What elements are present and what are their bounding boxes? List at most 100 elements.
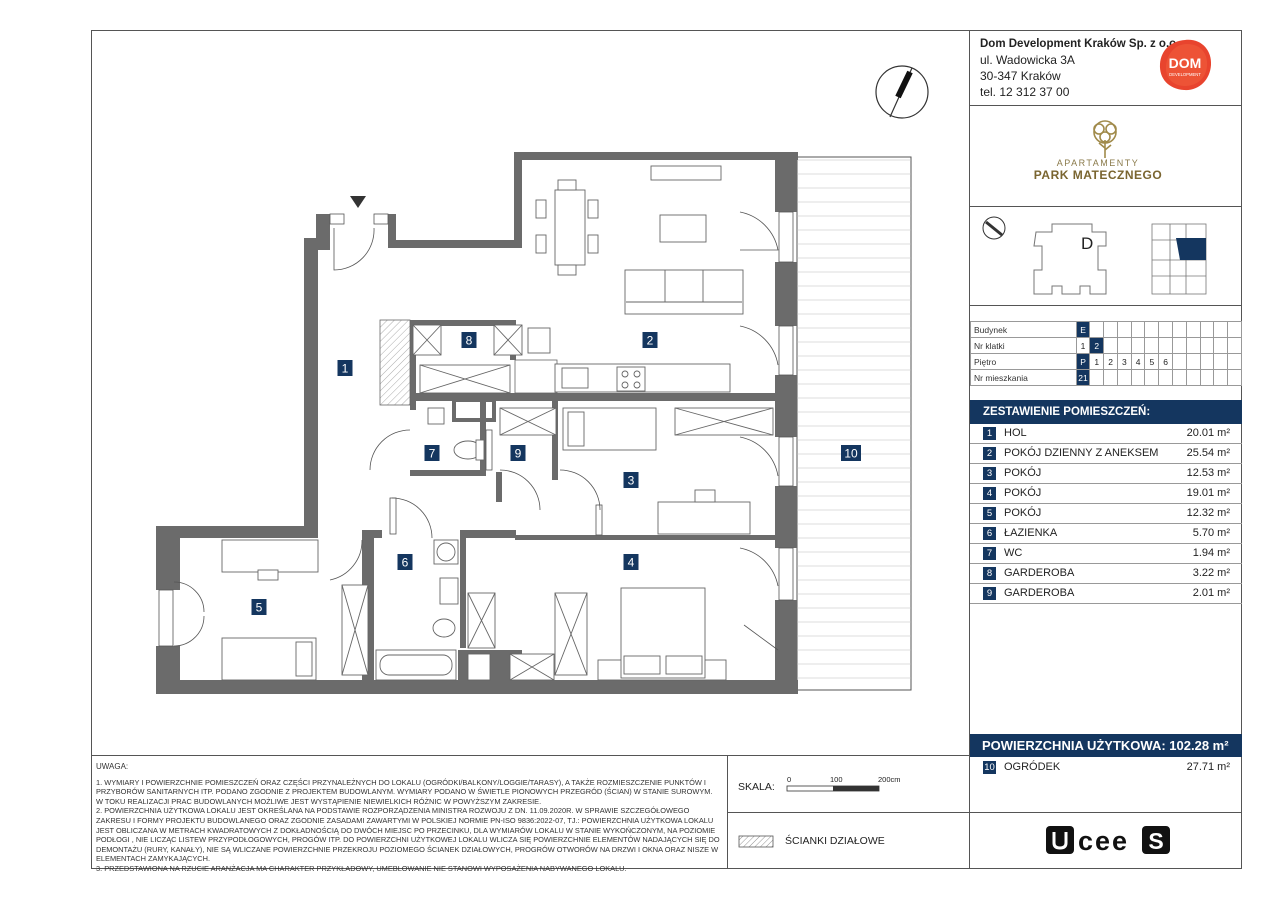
scale-tick-0: 0 bbox=[787, 775, 792, 784]
room-number: 8 bbox=[983, 567, 996, 580]
company-city: 30-347 Kraków bbox=[980, 69, 1061, 83]
building-grid-cell bbox=[1103, 369, 1118, 386]
building-grid-cell bbox=[1199, 321, 1215, 338]
building-grid-cell: 1 bbox=[1089, 353, 1105, 370]
building-grid-cell bbox=[1158, 321, 1173, 338]
frame-divider bbox=[969, 206, 1242, 207]
building-grid-cell bbox=[1116, 369, 1132, 386]
compass-icon bbox=[875, 65, 929, 119]
svg-text:cee: cee bbox=[1078, 826, 1129, 856]
room-name: WC bbox=[1004, 547, 1023, 559]
room-number: 1 bbox=[983, 427, 996, 440]
ucees-logo: cee S bbox=[1046, 826, 1170, 856]
room-number: 7 bbox=[983, 547, 996, 560]
room-area: 3.22 m² bbox=[1192, 567, 1230, 579]
room-area: 19.01 m² bbox=[1186, 487, 1230, 499]
room-row: 8 GARDEROBA 3.22 m² bbox=[970, 564, 1242, 584]
frame-divider bbox=[969, 305, 1242, 306]
room-label-badge bbox=[623, 472, 639, 488]
room-label-badge bbox=[424, 445, 440, 461]
room-area: 20.01 m² bbox=[1186, 427, 1230, 439]
room-label-text: 8 bbox=[466, 334, 473, 348]
frame-divider bbox=[969, 812, 1242, 813]
room-label-badge bbox=[642, 332, 658, 348]
room-label-badge bbox=[461, 332, 477, 348]
room-name: POKÓJ DZIENNY Z ANEKSEM bbox=[1004, 447, 1159, 459]
partition-hatch-icon bbox=[738, 835, 774, 848]
building-grid-cell bbox=[1116, 337, 1132, 354]
park-tree-icon bbox=[1093, 120, 1117, 158]
building-grid-cell: 5 bbox=[1144, 353, 1160, 370]
room-area: 2.01 m² bbox=[1192, 587, 1230, 599]
note-1: 1. WYMIARY I POWIERZCHNIE POMIESZCZEŃ OR… bbox=[96, 777, 713, 806]
building-grid-cell: 1 bbox=[1075, 337, 1091, 354]
scale-bar bbox=[786, 785, 880, 792]
windows bbox=[158, 211, 794, 647]
room-name: POKÓJ bbox=[1004, 467, 1042, 479]
building-grid-cell bbox=[1213, 369, 1229, 386]
room-label-text: 10 bbox=[844, 447, 858, 461]
room-area: 12.53 m² bbox=[1186, 467, 1230, 479]
building-grid-label: Budynek bbox=[970, 321, 1077, 338]
doors bbox=[173, 211, 779, 651]
building-grid-cell: 2 bbox=[1103, 353, 1118, 370]
room-area: 12.32 m² bbox=[1186, 507, 1230, 519]
frame-divider bbox=[727, 812, 970, 813]
room-name: GARDEROBA bbox=[1004, 587, 1075, 599]
room-label-badge bbox=[337, 360, 353, 376]
frame-divider bbox=[91, 755, 1242, 756]
building-grid-cell bbox=[1185, 369, 1201, 386]
building-grid-cell bbox=[1227, 369, 1242, 386]
building-grid-cell: 4 bbox=[1130, 353, 1146, 370]
company-info: Dom Development Kraków Sp. z o.o. ul. Wa… bbox=[980, 36, 1179, 100]
building-grid-cell bbox=[1144, 337, 1160, 354]
building-grid-cell bbox=[1130, 321, 1146, 338]
building-grid-cell bbox=[1130, 337, 1146, 354]
room-area: 5.70 m² bbox=[1192, 527, 1230, 539]
room-area: 25.54 m² bbox=[1186, 447, 1230, 459]
scale-label: SKALA: bbox=[738, 781, 775, 793]
room-name: ŁAZIENKA bbox=[1004, 527, 1058, 539]
room-label-text: 3 bbox=[628, 474, 635, 488]
building-grid-cell bbox=[1199, 369, 1215, 386]
scale-tick-100: 100 bbox=[830, 775, 843, 784]
garden-number: 10 bbox=[983, 761, 996, 774]
room-label-text: 1 bbox=[342, 362, 349, 376]
company-name: Dom Development Kraków Sp. z o.o. bbox=[980, 38, 1180, 50]
room-label-badge bbox=[623, 554, 639, 570]
frame-divider bbox=[969, 30, 970, 869]
building-grid-cell: 6 bbox=[1158, 353, 1173, 370]
building-grid-cell: P bbox=[1075, 353, 1091, 370]
room-label-badge bbox=[510, 445, 526, 461]
building-grid-cell bbox=[1103, 337, 1118, 354]
building-grid-cell bbox=[1089, 369, 1105, 386]
building-grid-cell bbox=[1185, 353, 1201, 370]
rooms-header: ZESTAWIENIE POMIESZCZEŃ: bbox=[970, 400, 1242, 424]
room-name: GARDEROBA bbox=[1004, 567, 1075, 579]
dom-logo-text: DOM bbox=[1169, 55, 1202, 71]
drawing-frame bbox=[91, 30, 1242, 869]
room-name: POKÓJ bbox=[1004, 507, 1042, 519]
building-grid-cell bbox=[1199, 337, 1215, 354]
furniture bbox=[221, 165, 774, 681]
room-name: POKÓJ bbox=[1004, 487, 1042, 499]
entrance-arrow-icon bbox=[350, 196, 366, 208]
building-grid-cell bbox=[1144, 369, 1160, 386]
building-grid-cell bbox=[1227, 353, 1242, 370]
building-grid-label: Nr klatki bbox=[970, 337, 1077, 354]
building-grid-label: Piętro bbox=[970, 353, 1077, 370]
building-grid-label: Nr mieszkania bbox=[970, 369, 1077, 386]
room-number: 6 bbox=[983, 527, 996, 540]
